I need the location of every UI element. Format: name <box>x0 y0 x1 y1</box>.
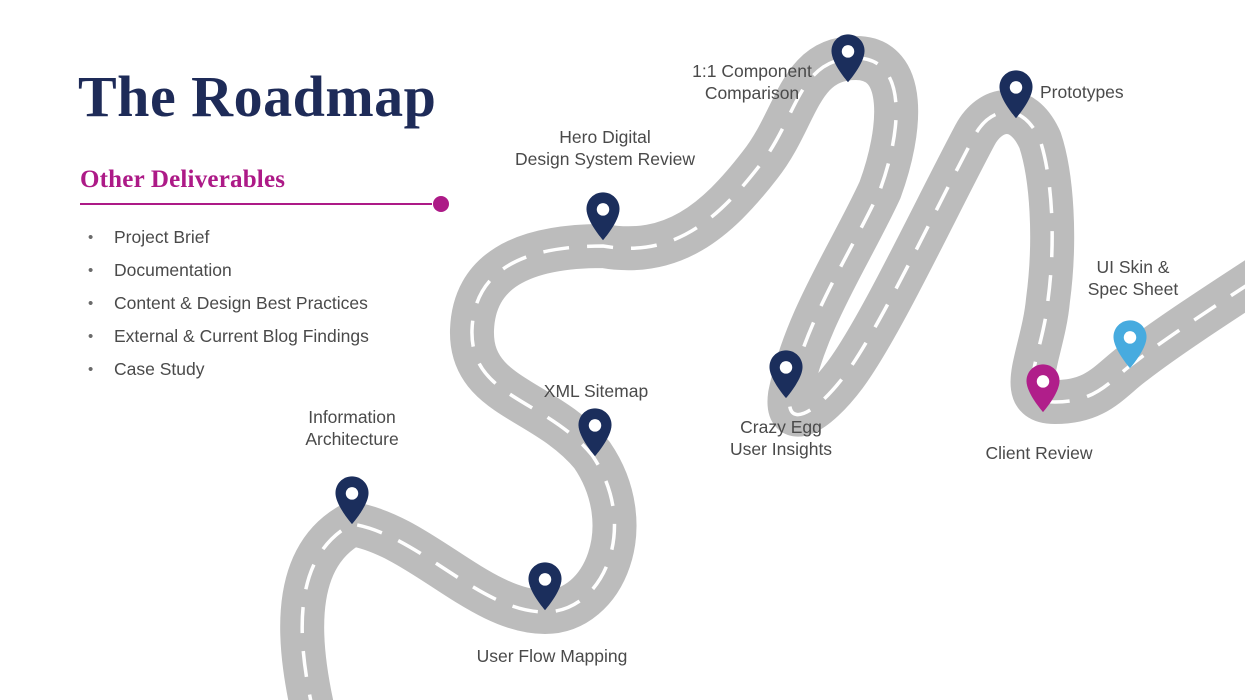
list-item-text: Case Study <box>114 359 205 379</box>
map-pin-icon <box>526 561 564 612</box>
milestone-label: UI Skin & Spec Sheet <box>1087 257 1179 299</box>
milestone-label: Hero Digital Design System Review <box>515 127 695 169</box>
map-pin-icon <box>997 69 1035 120</box>
list-item-text: Content & Design Best Practices <box>114 293 368 313</box>
deliverables-list: • Project Brief • Documentation • Conten… <box>88 221 369 386</box>
map-pin-icon <box>584 191 622 242</box>
milestone-label: 1:1 Component Comparison <box>692 61 812 103</box>
divider-end-dot-icon <box>433 196 449 212</box>
milestone-label: User Flow Mapping <box>476 646 628 666</box>
map-pin-icon <box>576 407 614 458</box>
map-pin-icon <box>829 33 867 84</box>
map-pin-icon <box>767 349 805 400</box>
road-centerline <box>300 56 1245 700</box>
bullet-icon: • <box>88 229 94 246</box>
list-item: • Case Study <box>88 353 369 386</box>
list-item: • Project Brief <box>88 221 369 254</box>
map-pin-icon <box>333 475 371 526</box>
list-item: • Content & Design Best Practices <box>88 287 369 320</box>
milestone-label: XML Sitemap <box>543 381 649 401</box>
bullet-icon: • <box>88 262 94 279</box>
divider-line <box>80 203 432 205</box>
list-item-text: External & Current Blog Findings <box>114 326 369 346</box>
map-pin-icon <box>1111 319 1149 370</box>
bullet-icon: • <box>88 328 94 345</box>
map-pin-icon <box>1024 363 1062 414</box>
milestone-label: Prototypes <box>1040 82 1124 102</box>
list-item: • External & Current Blog Findings <box>88 320 369 353</box>
page-title: The Roadmap <box>78 64 437 129</box>
list-item-text: Project Brief <box>114 227 210 247</box>
bullet-icon: • <box>88 361 94 378</box>
milestone-label: Crazy Egg User Insights <box>729 417 833 459</box>
milestone-label: Information Architecture <box>305 407 399 449</box>
list-item-text: Documentation <box>114 260 232 280</box>
milestone-label: Client Review <box>985 443 1093 463</box>
list-item: • Documentation <box>88 254 369 287</box>
section-heading: Other Deliverables <box>80 166 286 193</box>
bullet-icon: • <box>88 295 94 312</box>
